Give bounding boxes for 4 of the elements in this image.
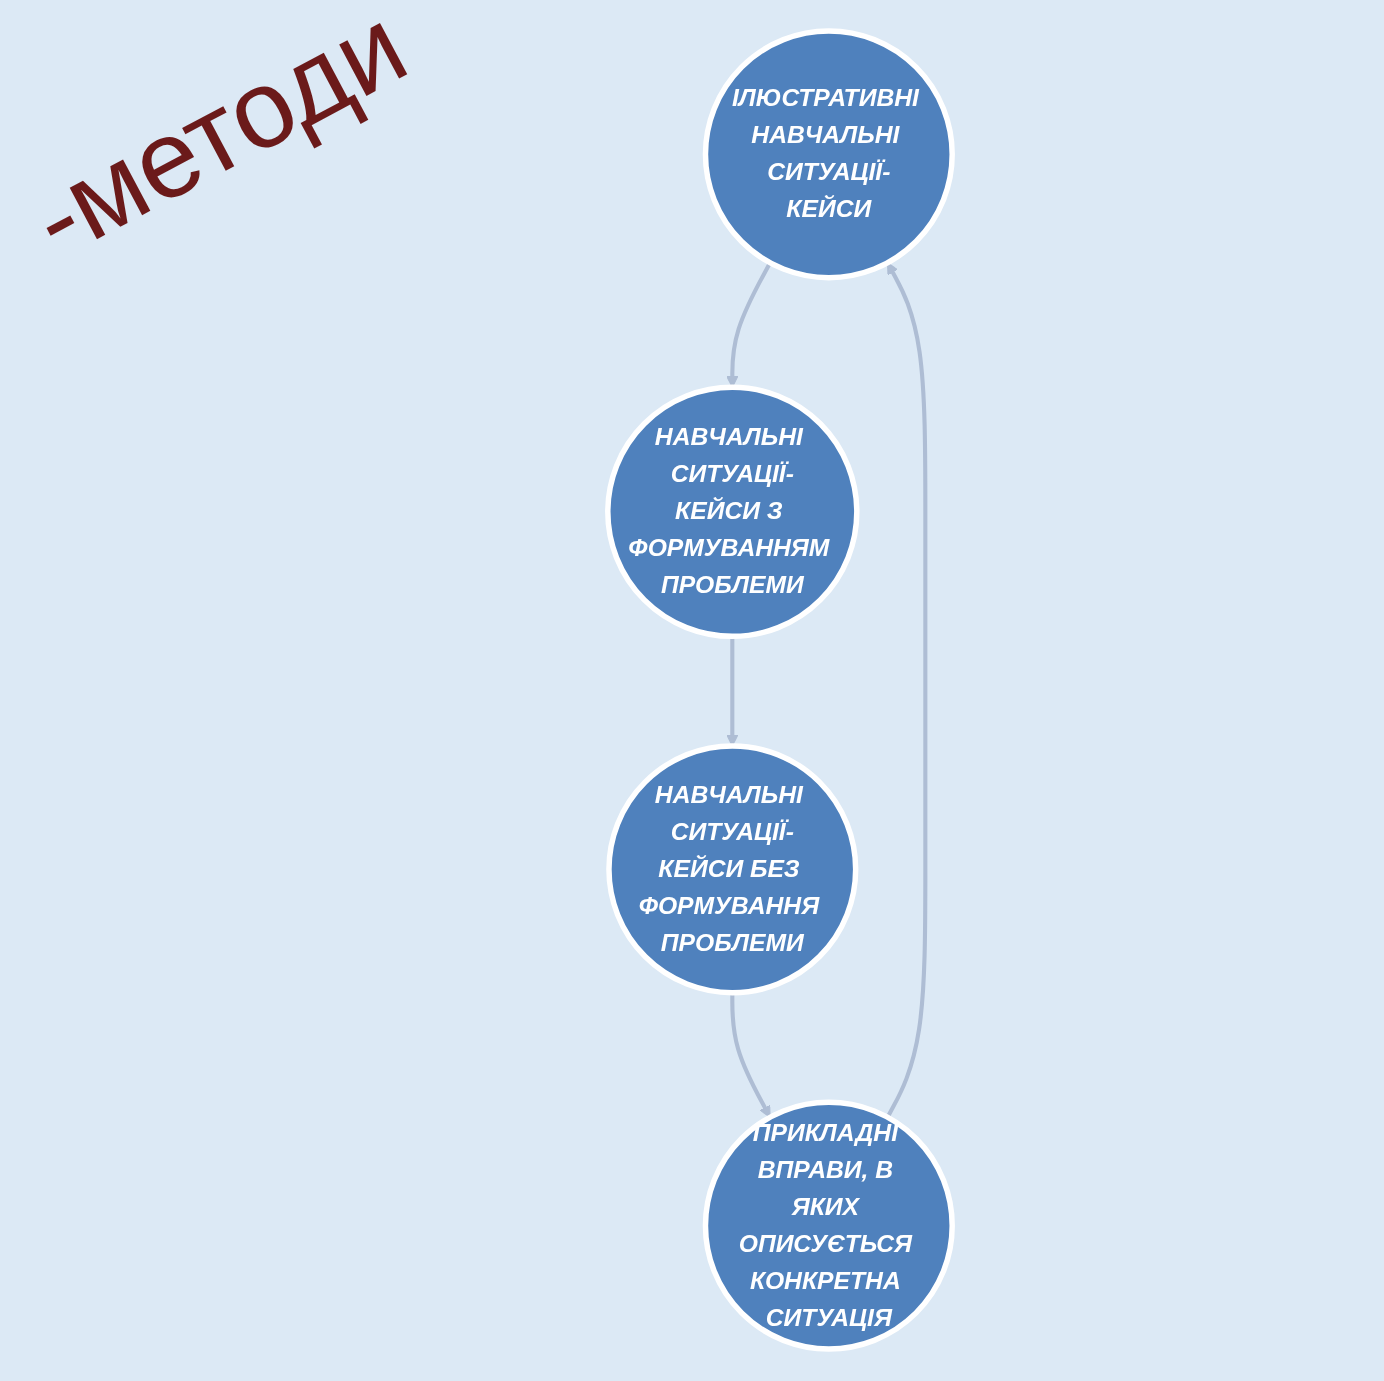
node-circle: ІЛЮСТРАТИВНІ НАВЧАЛЬНІ СИТУАЦІЇ-КЕЙСИ — [702, 28, 955, 281]
node-circle: ПРИКЛАДНІ ВПРАВИ, В ЯКИХ ОПИСУЄТЬСЯ КОНКРЕТНА СИТУАЦІЯ — [702, 1099, 955, 1352]
node-circle: НАВЧАЛЬНІ СИТУАЦІЇ-КЕЙСИ З ФОРМУВАННЯМ ПРОБЛЕМИ — [605, 384, 860, 640]
node-circle: НАВЧАЛЬНІ СИТУАЦІЇ-КЕЙСИ БЕЗ ФОРМУВАННЯ ПРОБЛЕМИ — [606, 743, 859, 996]
